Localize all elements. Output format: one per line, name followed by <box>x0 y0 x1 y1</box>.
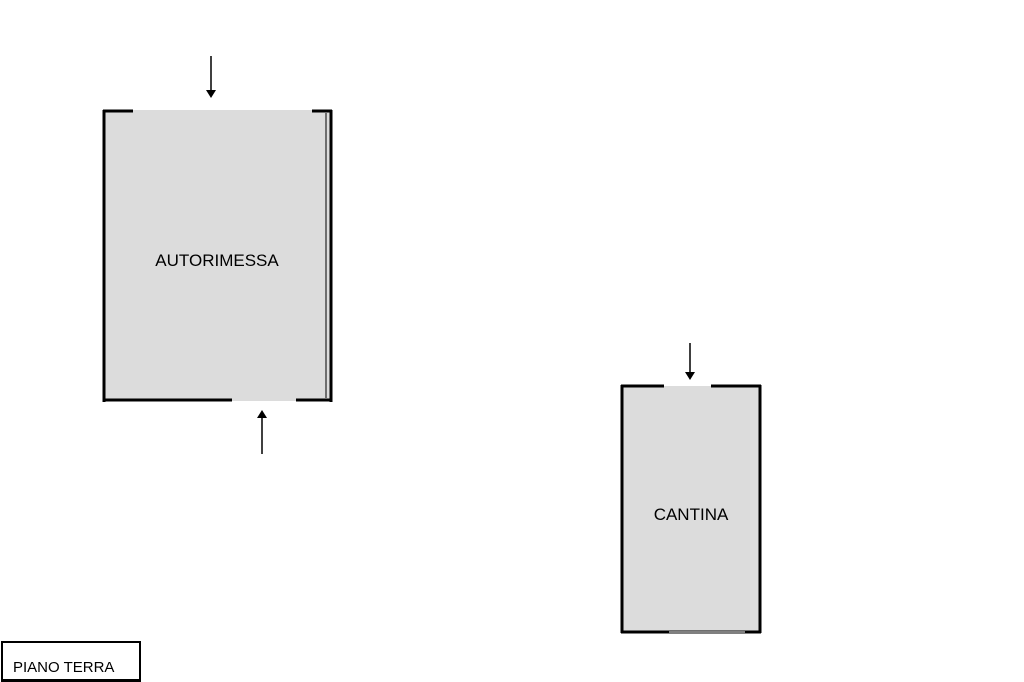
floor-label: PIANO TERRA <box>13 659 114 676</box>
arrow-down-icon <box>206 56 216 98</box>
autorimessa-floor <box>104 110 331 401</box>
room-cantina: CANTINA <box>620 384 762 634</box>
cantina-label: CANTINA <box>654 505 729 524</box>
cantina-floor <box>622 386 760 632</box>
floor-label-box: PIANO TERRA <box>1 641 141 682</box>
room-autorimessa: AUTORIMESSA <box>102 109 333 402</box>
arrow-down-icon <box>685 343 695 380</box>
arrow-up-icon <box>257 410 267 454</box>
autorimessa-label: AUTORIMESSA <box>155 251 279 270</box>
